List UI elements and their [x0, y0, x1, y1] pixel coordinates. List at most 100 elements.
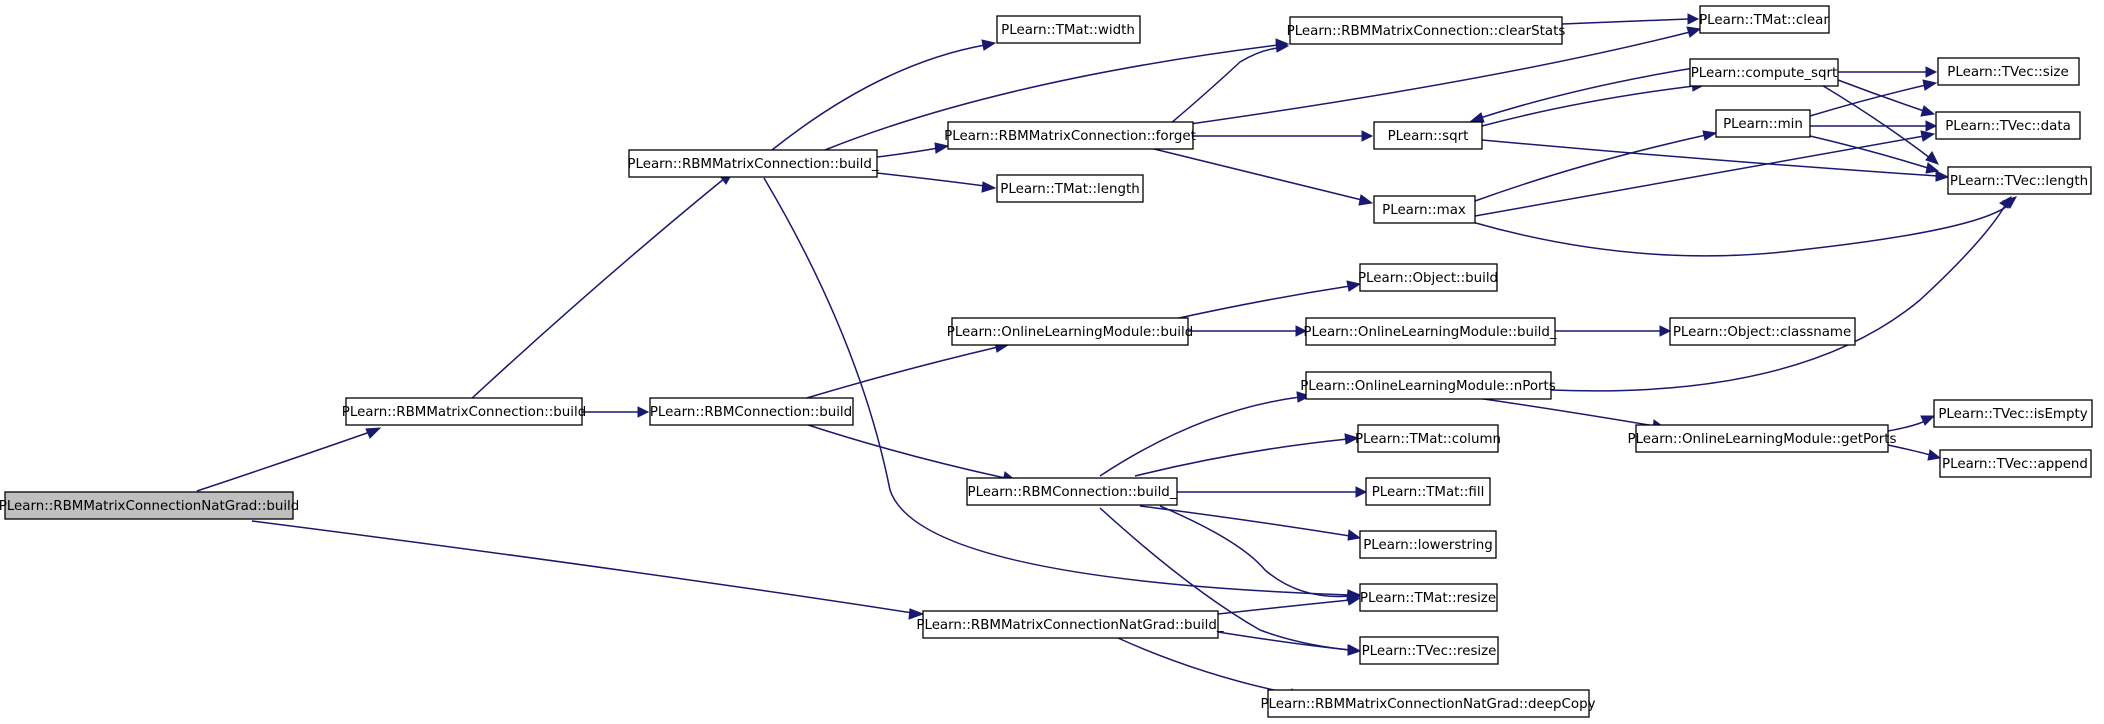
node-lowerstring[interactable]: PLearn::lowerstring: [1359, 530, 1497, 559]
svg-text:PLearn::TVec::resize: PLearn::TVec::resize: [1362, 644, 1497, 659]
edge-n18-n19: [1188, 325, 1308, 337]
node-tmat-length[interactable]: PLearn::TMat::length: [996, 174, 1144, 203]
svg-text:PLearn::OnlineLearningModule::: PLearn::OnlineLearningModule::nPorts: [1300, 379, 1556, 394]
edge-n3-n5: [771, 39, 997, 151]
node-tvec-append[interactable]: PLearn::TVec::append: [1939, 449, 2092, 478]
node-min[interactable]: PLearn::min: [1715, 109, 1811, 138]
svg-text:PLearn::RBMConnection::build_: PLearn::RBMConnection::build_: [968, 485, 1177, 500]
edge-n6-n12: [1193, 130, 1374, 142]
node-tvec-size[interactable]: PLearn::TVec::size: [1937, 57, 2080, 86]
edge-n6-n9: [1189, 26, 1702, 125]
node-rbmmatrixconnection-build-underscore[interactable]: PLearn::RBMMatrixConnection::build_: [627, 149, 879, 178]
svg-text:PLearn::RBMMatrixConnectionNat: PLearn::RBMMatrixConnectionNatGrad::buil…: [916, 618, 1224, 633]
svg-text:PLearn::TMat::clear: PLearn::TMat::clear: [1699, 13, 1829, 28]
node-compute-sqrt[interactable]: PLearn::compute_sqrt: [1689, 58, 1839, 87]
svg-text:PLearn::Object::build: PLearn::Object::build: [1358, 271, 1498, 286]
edge-n3-n6: [876, 142, 950, 158]
node-onlinelearningmodule-nports[interactable]: PLearn::OnlineLearningModule::nPorts: [1300, 371, 1556, 400]
edge-n10-n12: [1468, 65, 1707, 123]
edge-n16-n13: [1474, 130, 1718, 202]
edge-n8-n9: [1561, 13, 1700, 25]
svg-text:PLearn::min: PLearn::min: [1723, 117, 1803, 132]
edge-n1-n4: [582, 406, 650, 418]
svg-text:PLearn::TMat::width: PLearn::TMat::width: [1001, 23, 1135, 38]
node-sqrt[interactable]: PLearn::sqrt: [1373, 121, 1483, 150]
edge-n3-n29: [763, 177, 1362, 601]
node-tmat-column[interactable]: PLearn::TMat::column: [1355, 424, 1501, 453]
edge-n2-n29: [1217, 595, 1362, 615]
edge-n0-n1: [196, 427, 382, 492]
node-onlinelearningmodule-build-underscore[interactable]: PLearn::OnlineLearningModule::build_: [1303, 317, 1557, 346]
node-rbmmatrixconnection-forget[interactable]: PLearn::RBMMatrixConnection::forget: [944, 121, 1196, 150]
edge-n10-n11: [1838, 66, 1938, 78]
edge-n26-n25: [1134, 433, 1360, 477]
svg-text:PLearn::RBMConnection::build: PLearn::RBMConnection::build: [650, 405, 852, 420]
edge-n22-n23: [1887, 415, 1936, 432]
svg-text:PLearn::Object::classname: PLearn::Object::classname: [1673, 325, 1851, 340]
node-tvec-length[interactable]: PLearn::TVec::length: [1947, 166, 2092, 195]
edge-n13-n11: [1809, 79, 1938, 117]
node-tvec-data[interactable]: PLearn::TVec::data: [1935, 111, 2081, 140]
svg-text:PLearn::RBMMatrixConnectionNat: PLearn::RBMMatrixConnectionNatGrad::deep…: [1260, 697, 1595, 712]
svg-text:PLearn::TVec::isEmpty: PLearn::TVec::isEmpty: [1938, 407, 2087, 422]
svg-text:PLearn::TVec::size: PLearn::TVec::size: [1947, 65, 2068, 80]
edge-n4-n26: [804, 423, 1017, 483]
node-tmat-width[interactable]: PLearn::TMat::width: [996, 15, 1141, 44]
edge-n26-n27: [1177, 486, 1368, 498]
node-rbmconnection-build-underscore[interactable]: PLearn::RBMConnection::build_: [966, 477, 1178, 506]
svg-text:PLearn::TMat::resize: PLearn::TMat::resize: [1360, 591, 1496, 606]
edge-n0-n2: [251, 520, 925, 620]
edge-n26-n21: [1099, 391, 1312, 477]
edge-n4-n18: [799, 341, 1010, 401]
node-tmat-clear[interactable]: PLearn::TMat::clear: [1699, 5, 1830, 34]
node-rbmmatrixconnectionnatgrad-build[interactable]: PLearn::RBMMatrixConnectionNatGrad::buil…: [0, 491, 299, 520]
edge-n6-n8: [1169, 41, 1290, 125]
edge-n10-n15: [1819, 83, 1939, 165]
edge-n19-n20: [1555, 325, 1672, 337]
edge-n12-n15: [1481, 139, 1950, 182]
svg-text:PLearn::TVec::append: PLearn::TVec::append: [1942, 457, 2088, 472]
node-rbmmatrixconnection-build[interactable]: PLearn::RBMMatrixConnection::build: [342, 397, 586, 426]
svg-text:PLearn::TMat::fill: PLearn::TMat::fill: [1372, 485, 1485, 500]
edge-n10-n14: [1837, 79, 1936, 117]
svg-text:PLearn::OnlineLearningModule::: PLearn::OnlineLearningModule::build: [947, 325, 1194, 340]
svg-text:PLearn::OnlineLearningModule::: PLearn::OnlineLearningModule::getPorts: [1627, 432, 1896, 447]
svg-text:PLearn::RBMMatrixConnection::c: PLearn::RBMMatrixConnection::clearStats: [1287, 24, 1566, 39]
node-tmat-resize[interactable]: PLearn::TMat::resize: [1359, 583, 1498, 612]
edge-n18-n17: [1169, 280, 1362, 321]
svg-text:PLearn::max: PLearn::max: [1382, 203, 1466, 218]
svg-text:PLearn::RBMMatrixConnection::b: PLearn::RBMMatrixConnection::build: [342, 405, 586, 420]
edge-n16-n15: [1471, 196, 2018, 257]
node-object-classname[interactable]: PLearn::Object::classname: [1669, 317, 1856, 346]
edge-n13-n14: [1810, 120, 1938, 132]
node-onlinelearningmodule-getports[interactable]: PLearn::OnlineLearningModule::getPorts: [1627, 424, 1897, 453]
nodes-layer: PLearn::RBMMatrixConnectionNatGrad::buil…: [0, 5, 2093, 718]
svg-text:PLearn::RBMMatrixConnectionNat: PLearn::RBMMatrixConnectionNatGrad::buil…: [0, 499, 299, 514]
edge-n3-n7: [876, 172, 997, 193]
node-rbmconnection-build[interactable]: PLearn::RBMConnection::build: [649, 397, 854, 426]
node-tvec-isempty[interactable]: PLearn::TVec::isEmpty: [1933, 399, 2093, 428]
edge-n13-n15: [1809, 135, 1940, 174]
node-max[interactable]: PLearn::max: [1373, 195, 1476, 224]
svg-text:PLearn::RBMMatrixConnection::f: PLearn::RBMMatrixConnection::forget: [944, 129, 1196, 144]
svg-text:PLearn::TVec::length: PLearn::TVec::length: [1950, 174, 2088, 189]
svg-text:PLearn::TMat::length: PLearn::TMat::length: [1000, 182, 1139, 197]
node-rbmmatrixconnectionnatgrad-deepcopy[interactable]: PLearn::RBMMatrixConnectionNatGrad::deep…: [1260, 689, 1596, 718]
node-object-build[interactable]: PLearn::Object::build: [1358, 263, 1498, 292]
edge-n22-n24: [1887, 444, 1942, 461]
node-onlinelearningmodule-build[interactable]: PLearn::OnlineLearningModule::build: [947, 317, 1194, 346]
edge-n16-n14: [1474, 130, 1936, 217]
node-tvec-resize[interactable]: PLearn::TVec::resize: [1359, 636, 1499, 665]
edge-n21-n15: [1550, 195, 2012, 392]
node-tmat-fill[interactable]: PLearn::TMat::fill: [1365, 477, 1491, 506]
svg-text:PLearn::lowerstring: PLearn::lowerstring: [1363, 538, 1493, 553]
svg-text:PLearn::TMat::column: PLearn::TMat::column: [1355, 432, 1501, 447]
node-rbmmatrixconnection-clearstats[interactable]: PLearn::RBMMatrixConnection::clearStats: [1287, 16, 1566, 45]
svg-text:PLearn::RBMMatrixConnection::b: PLearn::RBMMatrixConnection::build_: [627, 157, 878, 172]
node-rbmmatrixconnectionnatgrad-build-underscore[interactable]: PLearn::RBMMatrixConnectionNatGrad::buil…: [916, 610, 1224, 639]
svg-text:PLearn::compute_sqrt: PLearn::compute_sqrt: [1691, 66, 1838, 81]
edge-n2-n30: [1217, 631, 1362, 656]
edge-n1-n3: [469, 171, 735, 401]
svg-text:PLearn::OnlineLearningModule::: PLearn::OnlineLearningModule::build_: [1303, 325, 1556, 340]
